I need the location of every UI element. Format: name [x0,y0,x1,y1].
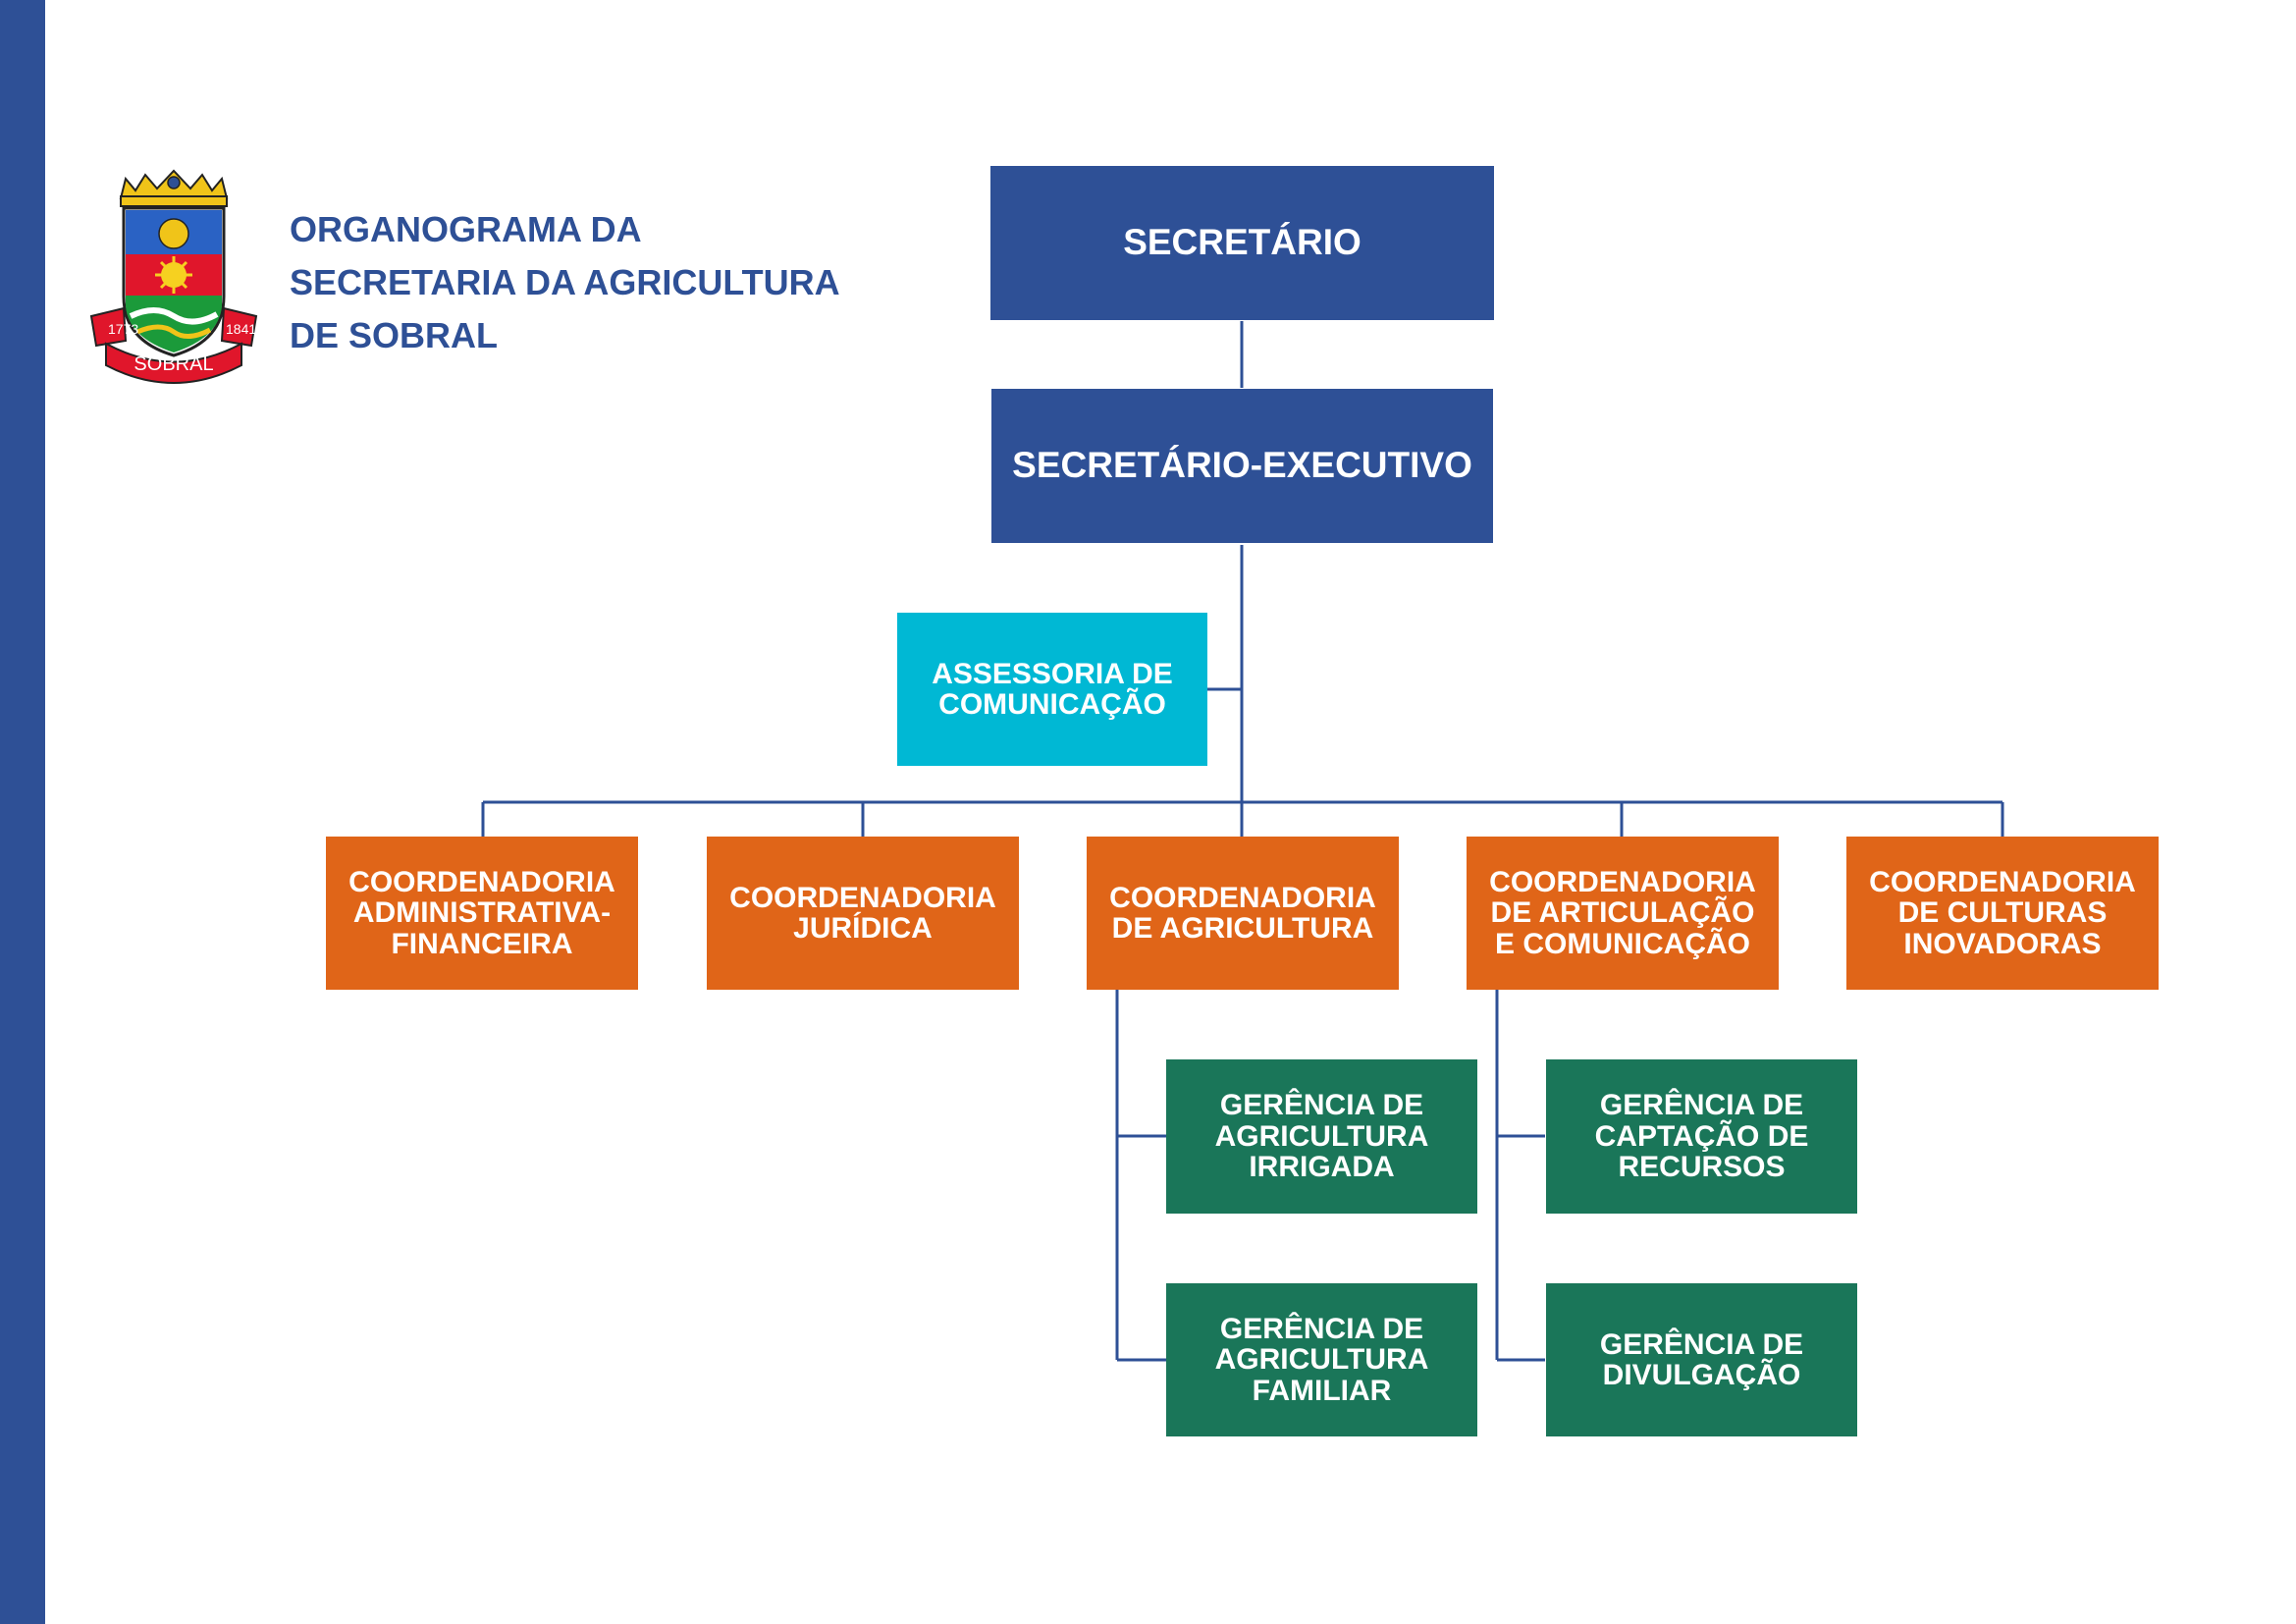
node-gerencia-divulgacao: GERÊNCIA DE DIVULGAÇÃO [1546,1283,1857,1436]
node-secretario-executivo: SECRETÁRIO-EXECUTIVO [991,389,1493,543]
node-coordenadoria-culturas-inovadoras: COORDENADORIA DE CULTURAS INOVADORAS [1846,837,2159,990]
title-line: SECRETARIA DA AGRICULTURA [290,262,840,302]
page-title: ORGANOGRAMA DA SECRETARIA DA AGRICULTURA… [290,203,918,362]
node-gerencia-agricultura-irrigada: GERÊNCIA DE AGRICULTURA IRRIGADA [1166,1059,1477,1214]
title-line: ORGANOGRAMA DA [290,209,642,249]
node-coordenadoria-administrativa-financeira: COORDENADORIA ADMINISTRATIVA- FINANCEIRA [326,837,638,990]
node-gerencia-agricultura-familiar: GERÊNCIA DE AGRICULTURA FAMILIAR [1166,1283,1477,1436]
sobral-coat-of-arms-logo: 1773 1841 SOBRAL [89,169,258,384]
node-coordenadoria-articulacao-comunicacao: COORDENADORIA DE ARTICULAÇÃO E COMUNICAÇ… [1467,837,1779,990]
logo-year-left: 1773 [108,321,138,337]
title-line: DE SOBRAL [290,315,499,355]
node-coordenadoria-agricultura: COORDENADORIA DE AGRICULTURA [1087,837,1399,990]
node-coordenadoria-juridica: COORDENADORIA JURÍDICA [707,837,1019,990]
node-assessoria-comunicacao: ASSESSORIA DE COMUNICAÇÃO [897,613,1207,766]
node-gerencia-captacao-recursos: GERÊNCIA DE CAPTAÇÃO DE RECURSOS [1546,1059,1857,1214]
node-secretario: SECRETÁRIO [990,166,1494,320]
logo-text: SOBRAL [133,353,213,375]
logo-year-right: 1841 [226,321,256,337]
left-sidebar-bar [0,0,45,1624]
